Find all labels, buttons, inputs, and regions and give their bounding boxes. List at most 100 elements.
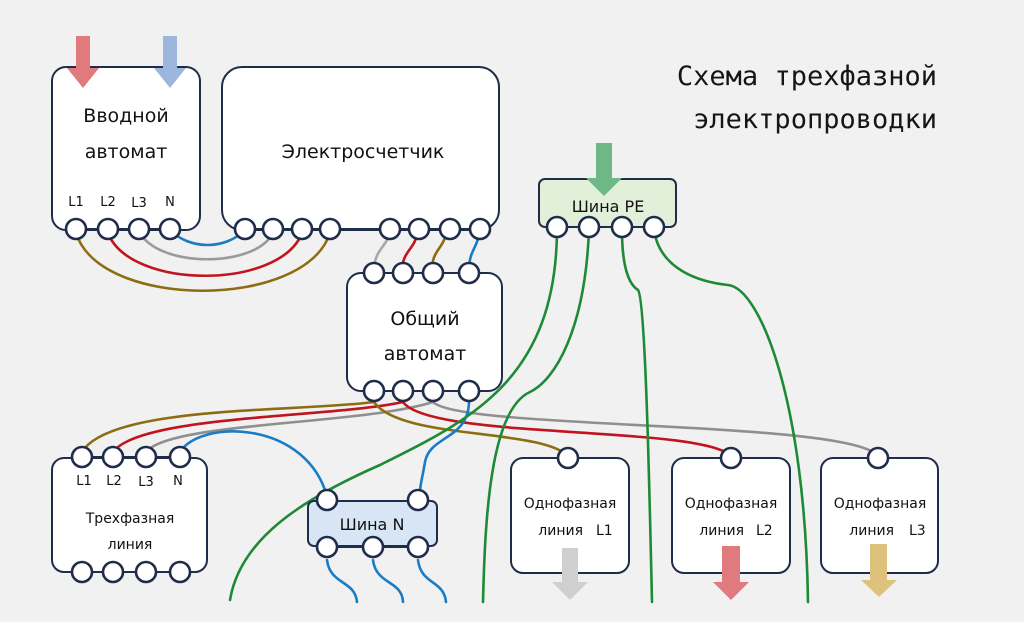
wire-n-main-to-meter bbox=[168, 228, 247, 247]
main-breaker-label-2: автомат bbox=[85, 141, 168, 163]
wire-n-out-1 bbox=[325, 558, 359, 604]
bus-n: Шина N bbox=[307, 488, 438, 559]
terminal-label-l2: L2 bbox=[106, 474, 122, 489]
single-phase-line-label-2: линия bbox=[699, 523, 744, 539]
terminal bbox=[391, 261, 415, 285]
electric-meter: Электросчетчик bbox=[221, 66, 500, 241]
bus-pe-label: Шина PE bbox=[572, 197, 645, 216]
wire-n-three-phase-to-bus bbox=[178, 430, 327, 492]
terminal bbox=[577, 215, 601, 239]
common-breaker-box bbox=[346, 272, 503, 392]
terminal bbox=[378, 217, 402, 241]
terminal bbox=[158, 217, 182, 241]
wire-l2-to-single-l2 bbox=[401, 400, 733, 458]
terminal bbox=[468, 217, 492, 241]
terminal bbox=[168, 560, 192, 584]
terminal bbox=[610, 215, 634, 239]
three-phase-line-label-2: линия bbox=[108, 537, 153, 553]
arrow-down-icon bbox=[713, 546, 749, 600]
wire-pe-1 bbox=[228, 228, 559, 602]
single-phase-line-phase: L3 bbox=[909, 523, 926, 539]
terminal-label-l1: L1 bbox=[76, 474, 92, 489]
terminal bbox=[421, 261, 445, 285]
wire-n-common-to-bus bbox=[418, 400, 471, 494]
terminal bbox=[361, 535, 385, 559]
terminal bbox=[545, 215, 569, 239]
wire-l3-to-three-phase bbox=[144, 400, 435, 454]
terminal bbox=[438, 217, 462, 241]
wire-l1-main-to-meter bbox=[74, 231, 332, 293]
terminal bbox=[134, 445, 158, 469]
main-breaker-label-1: Вводной bbox=[83, 105, 168, 127]
common-breaker: Общий автомат bbox=[346, 261, 503, 403]
single-phase-line-label-1: Однофазная bbox=[524, 496, 617, 512]
terminal-label-n: N bbox=[165, 195, 175, 210]
main-breaker: Вводной автомат L1 L2 L3 N bbox=[51, 36, 201, 241]
wire-l3-to-single-l3 bbox=[431, 400, 880, 458]
terminal bbox=[70, 560, 94, 584]
three-phase-line-label-1: Трехфазная bbox=[85, 511, 174, 527]
terminal-label-l3: L3 bbox=[131, 196, 147, 211]
wire-l2-to-three-phase bbox=[111, 400, 405, 454]
single-phase-line-label-1: Однофазная bbox=[834, 496, 927, 512]
diagram-title-line-1: Схема трехфазной bbox=[677, 61, 937, 92]
terminal bbox=[64, 217, 88, 241]
common-breaker-label-1: Общий bbox=[390, 308, 459, 330]
wire-pe-2 bbox=[481, 228, 591, 604]
diagram-title-line-2: электропроводки bbox=[693, 104, 937, 135]
terminal bbox=[101, 445, 125, 469]
meter-label: Электросчетчик bbox=[282, 141, 445, 163]
terminal bbox=[96, 217, 120, 241]
arrow-down-icon bbox=[861, 544, 897, 597]
terminal bbox=[719, 446, 743, 470]
terminal bbox=[866, 446, 890, 470]
terminal bbox=[318, 217, 342, 241]
terminal bbox=[362, 261, 386, 285]
single-phase-line-phase: L2 bbox=[756, 523, 773, 539]
terminal bbox=[407, 217, 431, 241]
arrow-down-icon bbox=[586, 143, 622, 196]
three-phase-line: L1 L2 L3 N Трехфазная линия bbox=[51, 445, 208, 584]
bus-n-label: Шина N bbox=[340, 515, 405, 534]
single-phase-line-label-1: Однофазная bbox=[685, 496, 778, 512]
terminal bbox=[391, 379, 415, 403]
common-breaker-label-2: автомат bbox=[384, 343, 467, 365]
terminal bbox=[457, 261, 481, 285]
wire-n-out-3 bbox=[416, 558, 448, 604]
single-phase-line-l2: Однофазная линия L2 bbox=[671, 446, 791, 600]
terminal bbox=[168, 445, 192, 469]
terminal bbox=[101, 560, 125, 584]
terminal bbox=[406, 488, 430, 512]
terminal bbox=[457, 379, 481, 403]
terminal bbox=[290, 217, 314, 241]
single-phase-line-l3: Однофазная линия L3 bbox=[820, 446, 939, 597]
terminal bbox=[261, 217, 285, 241]
wire-n-out-2 bbox=[371, 558, 405, 604]
single-phase-line-label-2: линия bbox=[538, 523, 583, 539]
wire-pe-4 bbox=[652, 228, 810, 604]
single-phase-line-l1: Однофазная линия L1 bbox=[510, 446, 630, 600]
wire-l1-to-three-phase bbox=[80, 400, 376, 454]
bus-pe: Шина PE bbox=[538, 143, 677, 239]
terminal-label-l1: L1 bbox=[68, 195, 84, 210]
terminal bbox=[556, 446, 580, 470]
terminal bbox=[127, 217, 151, 241]
single-phase-line-phase: L1 bbox=[596, 523, 613, 539]
terminal-label-n: N bbox=[173, 474, 183, 489]
terminal bbox=[315, 488, 339, 512]
terminal bbox=[233, 217, 257, 241]
wire-l2-main-to-meter bbox=[106, 231, 304, 277]
terminal bbox=[70, 445, 94, 469]
wire-l1-to-single-l1 bbox=[372, 400, 570, 458]
terminal bbox=[362, 379, 386, 403]
terminal bbox=[642, 215, 666, 239]
terminal bbox=[134, 560, 158, 584]
terminal bbox=[315, 535, 339, 559]
terminal-label-l2: L2 bbox=[100, 195, 116, 210]
single-phase-line-label-2: линия bbox=[849, 523, 894, 539]
arrow-down-icon bbox=[552, 548, 588, 600]
terminal bbox=[421, 379, 445, 403]
arrow-down-icon bbox=[67, 36, 99, 88]
terminal bbox=[406, 535, 430, 559]
